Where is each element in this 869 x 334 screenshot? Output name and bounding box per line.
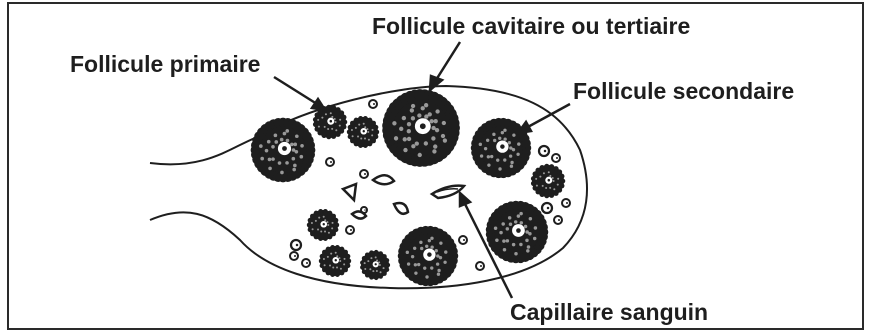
follicle-primaire (347, 116, 379, 148)
small-follicle (554, 216, 562, 224)
capillary (343, 184, 356, 200)
arrow-cavitaire-head (430, 76, 442, 90)
capillary (394, 203, 408, 214)
follicle-primaire (307, 209, 339, 241)
capillary (373, 175, 394, 184)
small-follicle (346, 226, 354, 234)
label-follicule-primaire: Follicule primaire (70, 51, 260, 77)
small-follicle (459, 236, 467, 244)
small-follicle (562, 199, 570, 207)
follicle-secondaire (531, 164, 565, 198)
arrow-capillaire-head (460, 193, 470, 206)
small-follicle (476, 262, 484, 270)
follicle-primaire (319, 245, 351, 277)
label-follicule-cavitaire: Follicule cavitaire ou tertiaire (372, 13, 690, 39)
small-follicle (360, 170, 368, 178)
follicle-large (398, 226, 458, 286)
small-follicle (291, 240, 301, 250)
label-follicule-secondaire: Follicule secondaire (573, 78, 794, 104)
small-follicle (542, 203, 552, 213)
arrow-cavitaire (436, 42, 460, 80)
arrow-primaire (274, 77, 317, 104)
small-follicle (326, 158, 334, 166)
follicle-cavitaire (382, 89, 460, 167)
capillary (352, 211, 366, 218)
follicle-primaire (360, 250, 390, 280)
small-follicle (369, 100, 377, 108)
follicles (251, 89, 570, 286)
small-follicle (539, 146, 549, 156)
label-capillaire-sanguin: Capillaire sanguin (510, 299, 708, 325)
small-follicle (302, 259, 310, 267)
follicle-large (486, 201, 549, 264)
small-follicle (290, 252, 298, 260)
capillaries (343, 175, 464, 218)
small-follicle (552, 154, 560, 162)
follicle-large (251, 118, 316, 183)
